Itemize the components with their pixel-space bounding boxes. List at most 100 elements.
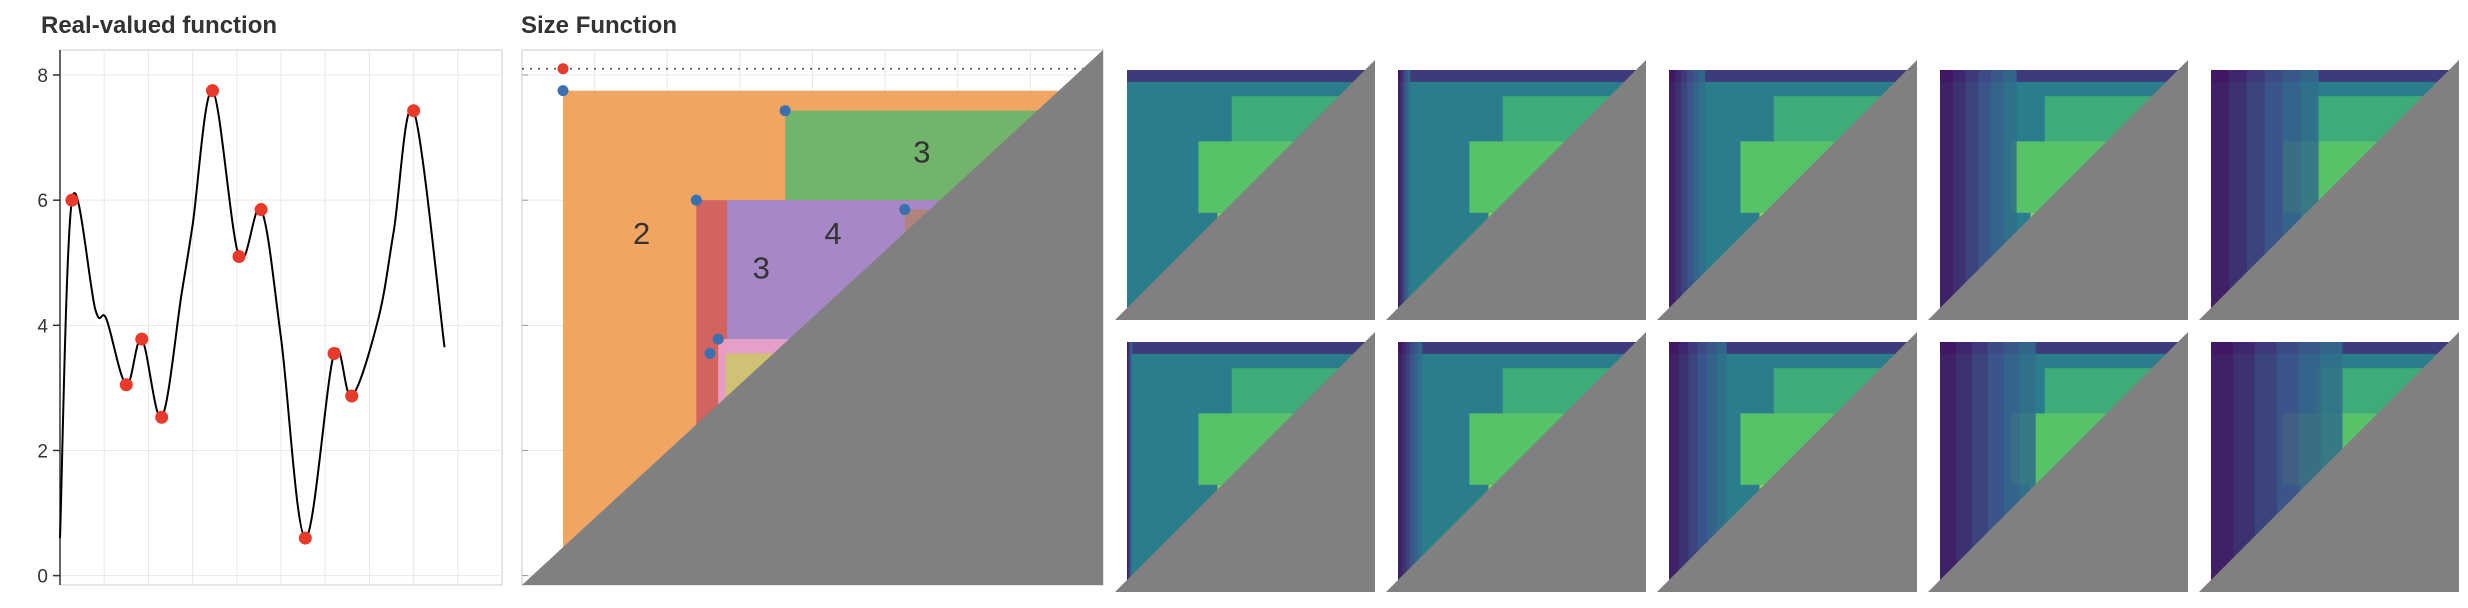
diagonal-triangle [1115,60,1375,320]
diagonal-triangle [1928,332,2188,592]
y-tick-label: 2 [37,441,48,462]
fade-strip [1398,70,1401,308]
fade-strip [1965,70,1979,308]
heatmap-block [1398,342,1636,354]
fade-strip [1680,70,1688,308]
fade-strip [1128,342,1130,580]
critical-point [407,104,421,118]
fade-strip [1401,342,1407,580]
heatmap-panel [1115,332,1375,592]
cornerpoint-marker [899,204,911,216]
region-count-label: 2 [633,216,650,251]
critical-point [254,203,268,217]
cornerpoint-marker [557,85,569,97]
fade-strip [1407,70,1411,308]
diagonal-triangle [1928,60,2188,320]
cornerpoint-marker [704,347,716,359]
fade-strip [2232,342,2256,580]
fade-strip [1130,342,1132,580]
fade-strip [1952,70,1966,308]
critical-point [135,332,149,346]
fade-strip [1698,70,1706,308]
critical-point [155,410,169,424]
diagonal-triangle [1386,60,1646,320]
fade-strip [1940,342,1957,580]
heatmap-panel [2199,332,2459,592]
heatmap-panel [1115,60,1375,320]
fade-strip [1130,342,1133,580]
diagonal-triangle [1657,332,1917,592]
fade-strip [1697,342,1708,580]
fade-strip [2228,70,2248,308]
critical-point [205,84,219,98]
heatmap-block [1398,70,1636,82]
fade-strip [1398,342,1403,580]
y-tick-label: 6 [37,191,48,212]
critical-point [119,378,133,392]
fade-strip [1405,342,1411,580]
heatmap-block [1127,342,1365,354]
critical-point [232,249,246,263]
heatmap-block [1669,342,1907,354]
region-count-label: 3 [753,250,770,285]
heatmap-panel [1928,60,2188,320]
fade-strip [2211,342,2234,580]
fade-strip [1405,70,1409,308]
real-valued-function-title: Real-valued function [41,12,278,39]
fade-strip [1127,342,1129,580]
heatmap-panel [2199,60,2459,320]
heatmap-panel [1386,332,1646,592]
critical-point [345,389,359,403]
fade-strip [1978,70,1992,308]
fade-strip [1674,70,1682,308]
fade-strip [1413,342,1419,580]
fade-strip [1669,70,1676,308]
heatmap-panel [1928,332,2188,592]
fade-strip [1129,342,1131,580]
heatmap-panel [1657,332,1917,592]
region-count-label: 4 [824,216,841,251]
fade-strip [1692,70,1700,308]
fade-strip [1707,342,1718,580]
cornerpoint-marker [712,333,724,345]
fade-strip [1403,70,1407,308]
fade-strip [1971,342,1989,580]
cornerpoint-marker [557,63,569,75]
diagonal-triangle [1386,332,1646,592]
fade-strip [1417,342,1423,580]
fade-strip [1409,342,1415,580]
diagonal-triangle [522,50,1103,585]
fade-strip [2246,70,2266,308]
cornerpoint-marker [779,105,791,117]
fade-strip [1955,342,1973,580]
cornerpoint-marker [690,194,702,206]
size-function-title: Size Function [521,12,677,39]
y-tick-label: 8 [37,66,48,87]
fade-strip [1678,342,1689,580]
heatmap-block [1127,70,1365,82]
critical-point [298,531,312,545]
fade-strip [1940,70,1954,308]
diagonal-triangle [1657,60,1917,320]
heatmap-panel [1386,60,1646,320]
critical-point [327,346,341,360]
fade-strip [1669,342,1680,580]
y-tick-label: 4 [37,316,48,337]
fade-strip [1399,70,1403,308]
fade-strip [1127,342,1130,580]
fade-strip [1716,342,1727,580]
heatmap-block [1940,342,2178,354]
region-count-label: 3 [913,135,930,170]
y-tick-label: 0 [37,567,48,588]
fade-strip [1686,70,1694,308]
diagonal-triangle [1115,332,1375,592]
function-curve [59,89,446,540]
heatmap-block [2211,70,2449,82]
heatmap-block [1940,70,2178,82]
heatmap-block [1669,70,1907,82]
fade-strip [2211,70,2230,308]
diagonal-triangle [2199,60,2459,320]
